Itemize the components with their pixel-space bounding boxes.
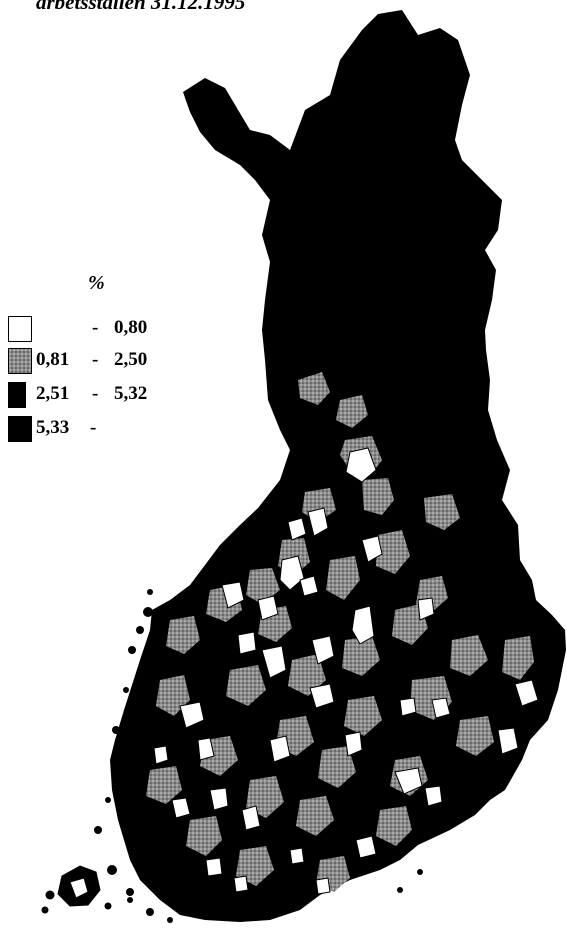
legend-class-3: 2,51 - 5,32 — [8, 382, 198, 410]
map-caption: arbetsstallen 31.12.1995 — [36, 0, 246, 14]
legend-dash: - — [90, 417, 97, 438]
legend-class-2: 0,81 - 2,50 — [8, 348, 198, 376]
map-legend: % - 0,80 0,81 - 2,50 2,51 - 5,32 5,33 - — [0, 272, 200, 472]
legend-dash: - — [92, 383, 99, 404]
legend-to: 5,32 — [114, 383, 148, 404]
legend-from: 2,51 — [36, 383, 70, 404]
legend-from: 0,81 — [36, 349, 70, 370]
legend-class-4: 5,33 - — [8, 416, 198, 444]
legend-dash: - — [92, 349, 99, 370]
legend-swatch-white — [8, 316, 32, 342]
legend-dash: - — [92, 317, 99, 338]
legend-swatch-solid-black — [8, 416, 32, 442]
white-regions — [153, 447, 539, 895]
aland-islands — [41, 865, 112, 914]
legend-to: 0,80 — [114, 317, 148, 338]
country-outline — [110, 10, 566, 922]
legend-unit: % — [88, 272, 105, 294]
legend-swatch-stipple — [8, 348, 32, 374]
legend-swatch-black — [8, 382, 26, 408]
legend-to: 2,50 — [114, 349, 148, 370]
legend-from: 5,33 — [36, 417, 70, 438]
legend-class-1: - 0,80 — [8, 316, 198, 344]
